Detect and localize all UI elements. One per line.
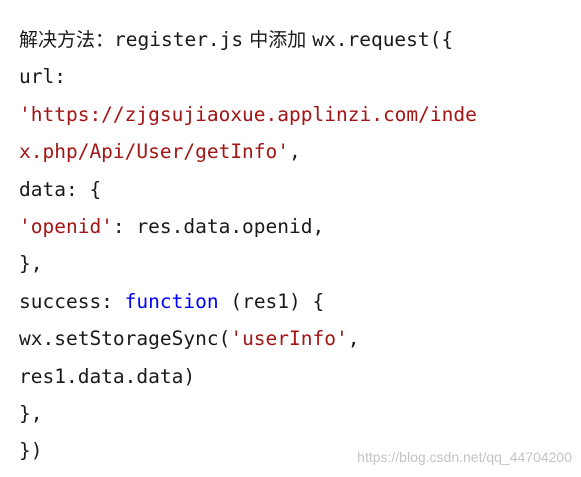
data-close: },	[19, 252, 43, 276]
function-keyword: function	[124, 289, 219, 313]
code-snippet: 解决方法：register.js 中添加 wx.request({ url: '…	[19, 21, 574, 470]
storage-key: 'userInfo'	[230, 327, 348, 351]
openid-key: 'openid'	[19, 214, 113, 238]
storage-call: wx.setStorageSync(	[19, 327, 231, 351]
data-open: data: {	[19, 177, 102, 201]
url-key: url:	[19, 65, 66, 89]
success-close: },	[19, 401, 43, 425]
url-value-line-2: x.php/Api/User/getInfo',	[19, 133, 574, 170]
watermark: https://blog.csdn.net/qq_44704200	[357, 449, 572, 465]
openid-rest: : res.data.openid,	[112, 214, 325, 238]
url-value-part-1: 'https://zjgsujiaoxue.applinzi.com/inde	[19, 102, 477, 126]
storage-call-line: wx.setStorageSync('userInfo',	[19, 320, 574, 357]
intro-file: register.js	[114, 28, 244, 51]
url-value-part-2: x.php/Api/User/getInfo'	[19, 140, 290, 164]
data-open-line: data: {	[19, 171, 574, 208]
url-comma: ,	[289, 140, 301, 164]
storage-comma: ,	[347, 327, 360, 351]
intro-line: 解决方法：register.js 中添加 wx.request({	[19, 21, 574, 58]
request-close: })	[19, 439, 43, 463]
request-close-line: })	[19, 432, 574, 469]
url-value-line-1: 'https://zjgsujiaoxue.applinzi.com/inde	[19, 96, 574, 133]
success-key: success:	[19, 289, 125, 313]
success-close-line: },	[19, 395, 574, 432]
success-line: success: function (res1) {	[19, 283, 574, 320]
url-key-line: url:	[19, 58, 574, 95]
intro-label: 解决方法：	[19, 29, 115, 51]
data-close-line: },	[19, 245, 574, 282]
intro-call: wx.request({	[312, 28, 454, 51]
storage-value: res1.data.data)	[19, 364, 196, 388]
openid-line: 'openid': res.data.openid,	[19, 208, 574, 245]
storage-value-line: res1.data.data)	[19, 358, 574, 395]
success-rest: (res1) {	[218, 289, 325, 313]
intro-middle: 中添加	[243, 29, 313, 51]
